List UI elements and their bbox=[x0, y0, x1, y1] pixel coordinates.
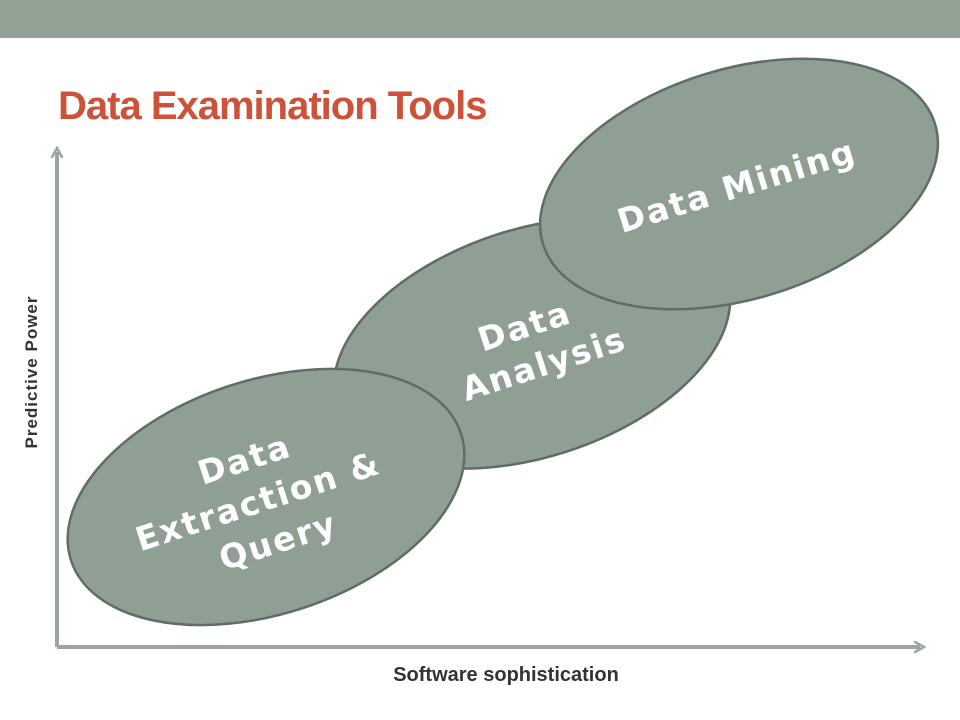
y-axis-label: Predictive Power bbox=[22, 295, 41, 449]
stage-data-mining: Data Mining bbox=[538, 57, 940, 311]
stage-data-extraction-query: Data Extraction & Query bbox=[66, 367, 466, 627]
stage-data-extraction-query-ellipse bbox=[66, 367, 466, 627]
header-bar bbox=[0, 0, 960, 38]
slide-title: Data Examination Tools bbox=[58, 84, 487, 128]
x-axis-label: Software sophistication bbox=[393, 664, 619, 686]
stage-data-mining-ellipse bbox=[538, 57, 940, 311]
